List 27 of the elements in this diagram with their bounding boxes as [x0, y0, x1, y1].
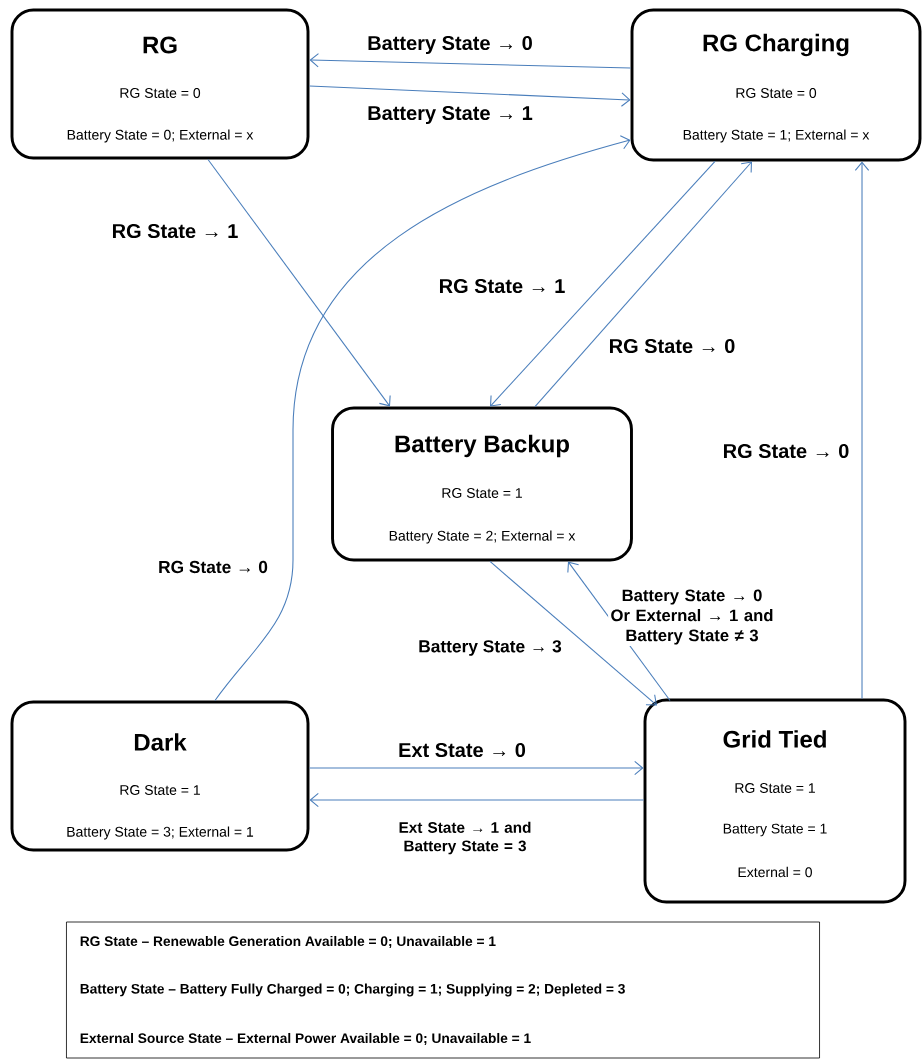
edge-label: Battery State → 3	[416, 638, 564, 658]
arrow	[214, 135, 631, 702]
edge-label: RG State → 0	[721, 442, 851, 460]
edge-label: Battery State → 0 Or External → 1 and Battery State ≠ 3	[608, 588, 776, 646]
edge-label: RG State → 1	[437, 277, 567, 295]
edge-label: Ext State → 1 and Battery State = 3	[388, 820, 542, 856]
state-box: Grid Tied RG State = 1 Battery State = 1 External = 0	[643, 698, 907, 904]
state-box: RG Charging RG State = 0 Battery State = 1; External = x	[630, 8, 922, 162]
arrow	[207, 158, 391, 407]
arrow	[489, 560, 657, 706]
arrow	[309, 792, 645, 808]
edge-label: RG State → 0	[607, 337, 737, 355]
arrow	[854, 161, 870, 700]
key-box: RG State – Renewable Generation Available = 0; Unavailable = 1 Battery State – Battery Fully Charged = 0; Charging = 1; Supplying = 2; Depleted = 3 External Source State – External Power Available = 0; Unavailable = 1	[66, 921, 820, 1059]
arrow	[534, 161, 752, 408]
edge-label: Battery State → 1	[365, 104, 535, 126]
edge-label: RG State → 0	[156, 559, 270, 575]
state-box: Battery Backup RG State = 1 Battery State = 2; External = x	[331, 406, 633, 562]
edge-label: RG State → 1	[110, 222, 240, 240]
state-box: Dark RG State = 1 Battery State = 3; External = 1	[10, 700, 310, 852]
state-box: RG RG State = 0 Battery State = 0; External = x	[10, 8, 310, 160]
arrow	[308, 760, 644, 776]
arrow	[490, 160, 716, 407]
arrow	[308, 85, 631, 107]
edge-label: Battery State → 0	[365, 34, 535, 56]
arrow	[309, 53, 632, 69]
edge-label: Ext State → 0	[396, 741, 528, 759]
